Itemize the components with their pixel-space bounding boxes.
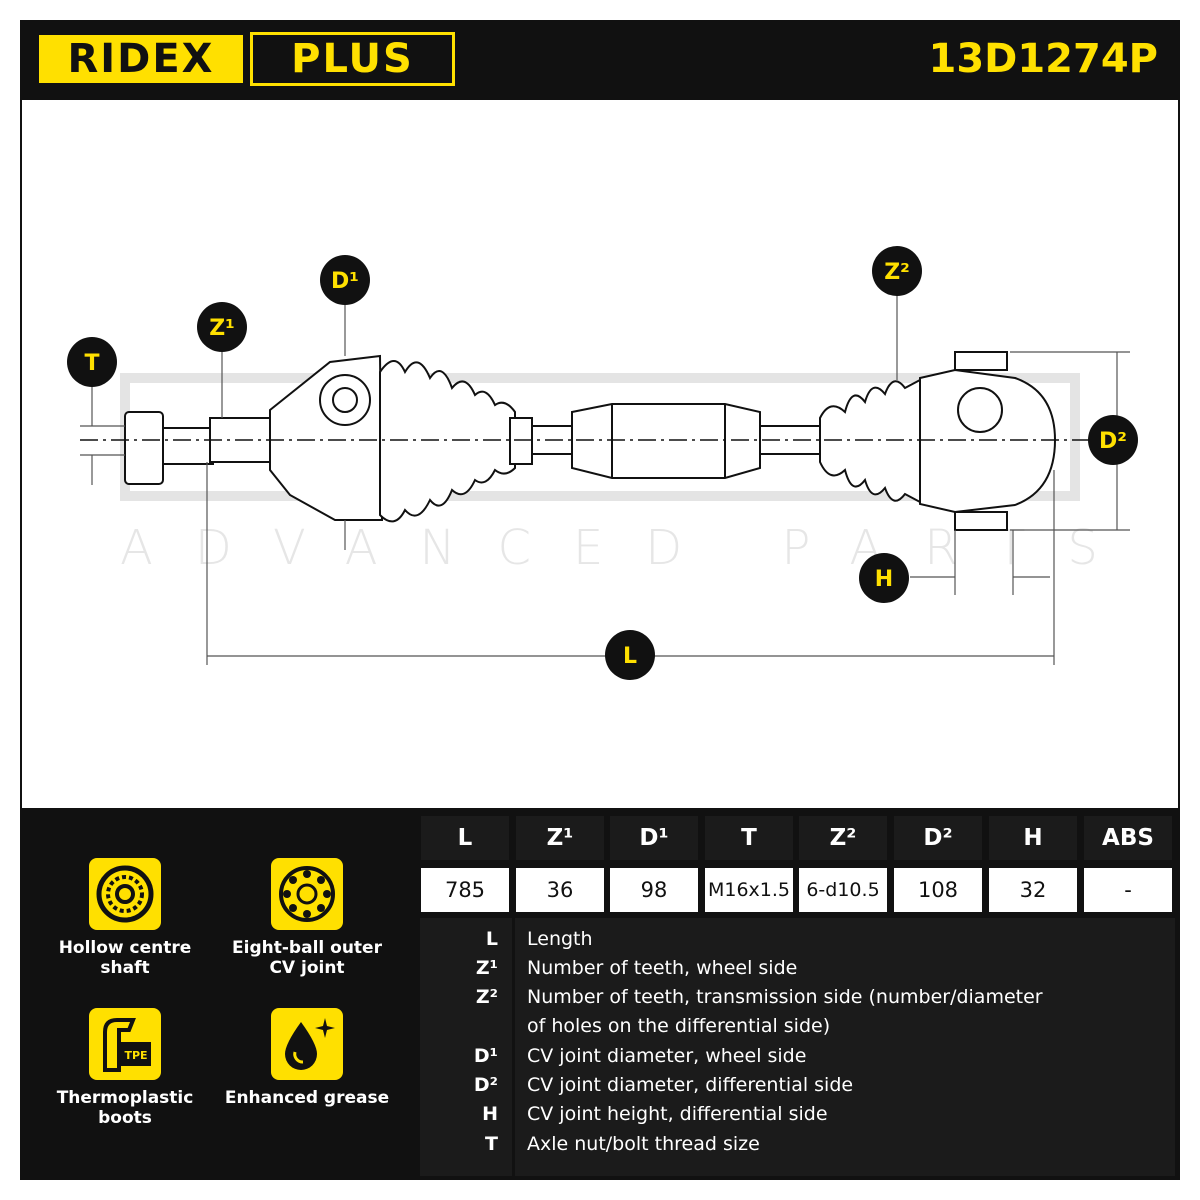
spec-header-ABS: ABS	[1084, 816, 1172, 860]
feature-hollow-shaft: Hollow centre shaft	[40, 858, 210, 978]
legend-panel: L Length Z¹ Number of teeth, wheel side …	[420, 918, 1175, 1176]
tpe-boot-icon: TPE	[89, 1008, 161, 1080]
spec-value-ABS: -	[1084, 868, 1172, 912]
outer-boot	[379, 360, 516, 523]
spec-value-L: 785	[421, 868, 509, 912]
legend-row: D² CV joint diameter, differential side	[420, 1074, 1175, 1103]
legend-row: of holes on the differential side)	[420, 1015, 1175, 1044]
legend-key: Z²	[475, 986, 498, 1008]
feature-label: Thermoplastic boots	[56, 1088, 194, 1128]
brand-line-logo: PLUS	[250, 32, 455, 86]
bolt-head	[124, 411, 164, 485]
spec-header-T: T	[705, 816, 793, 860]
eight-ball-joint-icon	[271, 858, 343, 930]
legend-text: CV joint height, differential side	[527, 1103, 828, 1125]
legend-row: Z¹ Number of teeth, wheel side	[420, 957, 1175, 986]
spec-header-Z1: Z¹	[516, 816, 604, 860]
watermark-tagline: ADVANCED PARTS	[120, 520, 1140, 576]
drive-shaft-drawing: T Z¹ D¹ Z² D² H L	[67, 246, 1138, 680]
spec-value-H: 32	[989, 868, 1077, 912]
legend-key: Z¹	[475, 957, 498, 979]
spec-value-Z2: 6-d10.5	[799, 868, 887, 912]
legend-row: Z² Number of teeth, transmission side (n…	[420, 986, 1175, 1015]
feature-label: Enhanced grease	[224, 1088, 390, 1108]
feature-grease: Enhanced grease	[222, 1008, 392, 1108]
legend-key: H	[482, 1103, 498, 1125]
legend-text: CV joint diameter, wheel side	[527, 1045, 807, 1067]
legend-text: of holes on the differential side)	[527, 1015, 831, 1037]
spec-header-L: L	[421, 816, 509, 860]
grease-drop-icon	[271, 1008, 343, 1080]
feature-thermoplastic: TPE Thermoplastic boots	[40, 1008, 210, 1128]
feature-label: Eight-ball outer CV joint	[232, 938, 382, 978]
label-Z2: Z²	[884, 260, 910, 285]
spec-value-D2: 108	[894, 868, 982, 912]
inner-boot	[819, 378, 921, 504]
label-D1: D¹	[331, 269, 359, 294]
legend-row: T Axle nut/bolt thread size	[420, 1133, 1175, 1162]
legend-row: H CV joint height, differential side	[420, 1103, 1175, 1132]
label-D2: D²	[1099, 429, 1127, 454]
spec-value-D1: 98	[610, 868, 698, 912]
legend-text: Axle nut/bolt thread size	[527, 1133, 760, 1155]
tpe-badge: TPE	[124, 1049, 147, 1062]
brand-logo: RIDEX	[36, 32, 246, 86]
legend-key: D²	[473, 1074, 498, 1096]
spec-header-Z2: Z²	[799, 816, 887, 860]
spec-value-Z1: 36	[516, 868, 604, 912]
hollow-shaft-icon	[89, 858, 161, 930]
legend-divider	[512, 918, 515, 1176]
feature-eight-ball: Eight-ball outer CV joint	[222, 858, 392, 978]
legend-row: D¹ CV joint diameter, wheel side	[420, 1045, 1175, 1074]
legend-key: T	[485, 1133, 498, 1155]
feature-label: Hollow centre shaft	[58, 938, 192, 978]
part-number: 13D1274P	[928, 36, 1158, 82]
label-L: L	[623, 644, 637, 669]
spec-header-D1: D¹	[610, 816, 698, 860]
vibration-damper	[571, 403, 761, 479]
label-Z1: Z¹	[209, 316, 235, 341]
spec-header-D2: D²	[894, 816, 982, 860]
label-T: T	[84, 351, 99, 376]
spec-value-T: M16x1.5	[705, 868, 793, 912]
legend-text: CV joint diameter, differential side	[527, 1074, 854, 1096]
legend-text: Length	[527, 928, 593, 950]
legend-text: Number of teeth, transmission side (numb…	[527, 986, 1043, 1008]
legend-text: Number of teeth, wheel side	[527, 957, 798, 979]
legend-key: L	[485, 928, 498, 950]
spec-header-H: H	[989, 816, 1077, 860]
legend-key: D¹	[473, 1045, 498, 1067]
legend-row: L Length	[420, 928, 1175, 957]
label-H: H	[875, 567, 893, 592]
